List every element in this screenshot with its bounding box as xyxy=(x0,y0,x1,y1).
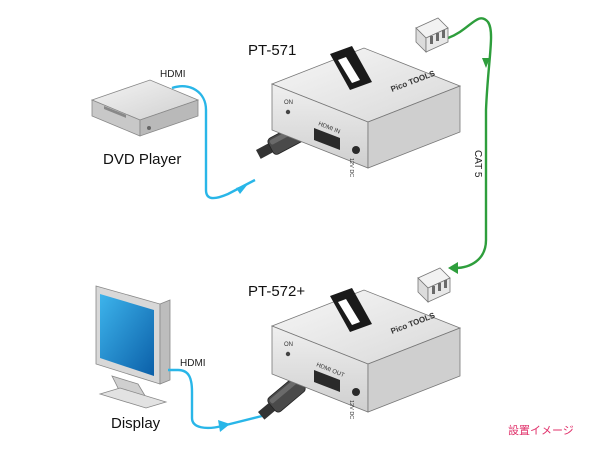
pt572-title: PT-572+ xyxy=(248,283,305,300)
pt571-led-icon xyxy=(285,109,291,115)
pt571-dc-jack-icon xyxy=(352,146,360,154)
display-hdmi-label: HDMI xyxy=(180,358,206,369)
pt572-led-icon xyxy=(285,351,291,357)
cat5-arrow-down-icon xyxy=(482,58,490,68)
cat5-label: CAT 5 xyxy=(472,150,483,178)
pt571-dc-label: 12V DC xyxy=(348,158,354,177)
pt571-hdmi-port xyxy=(314,128,340,150)
rj45-plug-bottom-icon xyxy=(417,267,451,303)
pt572-on-label: ON xyxy=(284,342,293,348)
caption-text: 設置イメージ xyxy=(508,423,574,437)
cat5-arrow-left-icon xyxy=(448,262,458,274)
hdmi-arrow-icon xyxy=(236,184,248,194)
cat5-cable: CAT 5 xyxy=(447,17,493,274)
pt572-dc-jack-icon xyxy=(352,388,360,396)
rj45-plug-top-icon xyxy=(415,17,449,53)
dvd-player-device xyxy=(90,79,200,137)
hdmi-arrow-left-icon xyxy=(218,420,230,432)
dvd-hdmi-label: HDMI xyxy=(160,69,186,80)
pt572-dc-label: 12V DC xyxy=(348,400,354,419)
pt572-hdmi-port xyxy=(314,370,340,392)
pt571-device: Pico TOOLS ON HDMI IN 12V DC xyxy=(270,46,462,177)
display-device xyxy=(95,285,171,409)
pt572-device: Pico TOOLS ON HDMI OUT 12V DC xyxy=(270,288,462,419)
dvd-player-label: DVD Player xyxy=(103,151,181,168)
display-hdmi-cable: HDMI xyxy=(168,358,263,432)
display-label: Display xyxy=(111,415,161,432)
pt571-on-label: ON xyxy=(284,100,293,106)
dvd-hdmi-cable: HDMI xyxy=(160,69,256,200)
pt571-title: PT-571 xyxy=(248,42,296,59)
